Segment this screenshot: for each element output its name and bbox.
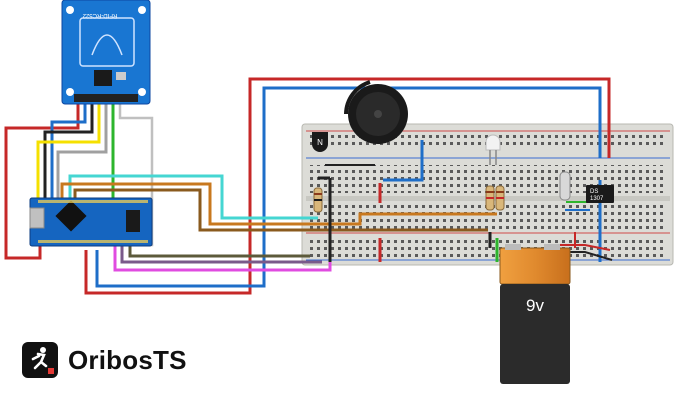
wire-magenta xyxy=(113,244,332,272)
buzzer xyxy=(344,80,408,144)
wire-purple xyxy=(120,244,322,264)
wire-blue-ground xyxy=(95,86,602,288)
jumper-blue-1 xyxy=(383,140,424,182)
rfid-module-label: RFID-RC522 xyxy=(82,12,117,18)
wires xyxy=(4,77,613,295)
arduino-nano xyxy=(29,197,153,247)
running-figure-icon xyxy=(22,342,58,378)
transistor: N xyxy=(312,132,328,152)
rtc-chip: DS 1307 xyxy=(586,185,614,203)
wire-olive xyxy=(128,244,310,258)
wire-orange xyxy=(60,182,497,226)
battery-9v: 9v xyxy=(499,244,571,384)
wire-gray-rfid xyxy=(56,102,108,198)
wire-blue-rfid xyxy=(50,102,87,198)
rtc-chip-label-2: 1307 xyxy=(590,196,604,202)
svg-text:N: N xyxy=(317,138,323,147)
led xyxy=(485,134,501,165)
rfid-module: RFID-RC522 xyxy=(61,0,151,105)
wire-red-rfid xyxy=(4,102,80,260)
wire-red-power xyxy=(84,77,611,295)
rfid-pin-header xyxy=(74,94,138,102)
wire-black-rfid xyxy=(43,102,94,198)
crystal xyxy=(559,171,571,201)
wire-brown xyxy=(73,188,488,232)
rtc-chip-label-1: DS xyxy=(590,189,598,195)
brand: OribosTS xyxy=(22,342,187,378)
resistors xyxy=(313,185,505,213)
brand-name: OribosTS xyxy=(68,344,187,375)
battery-label: 9v xyxy=(526,296,544,315)
wire-yellow-rfid xyxy=(36,102,101,198)
